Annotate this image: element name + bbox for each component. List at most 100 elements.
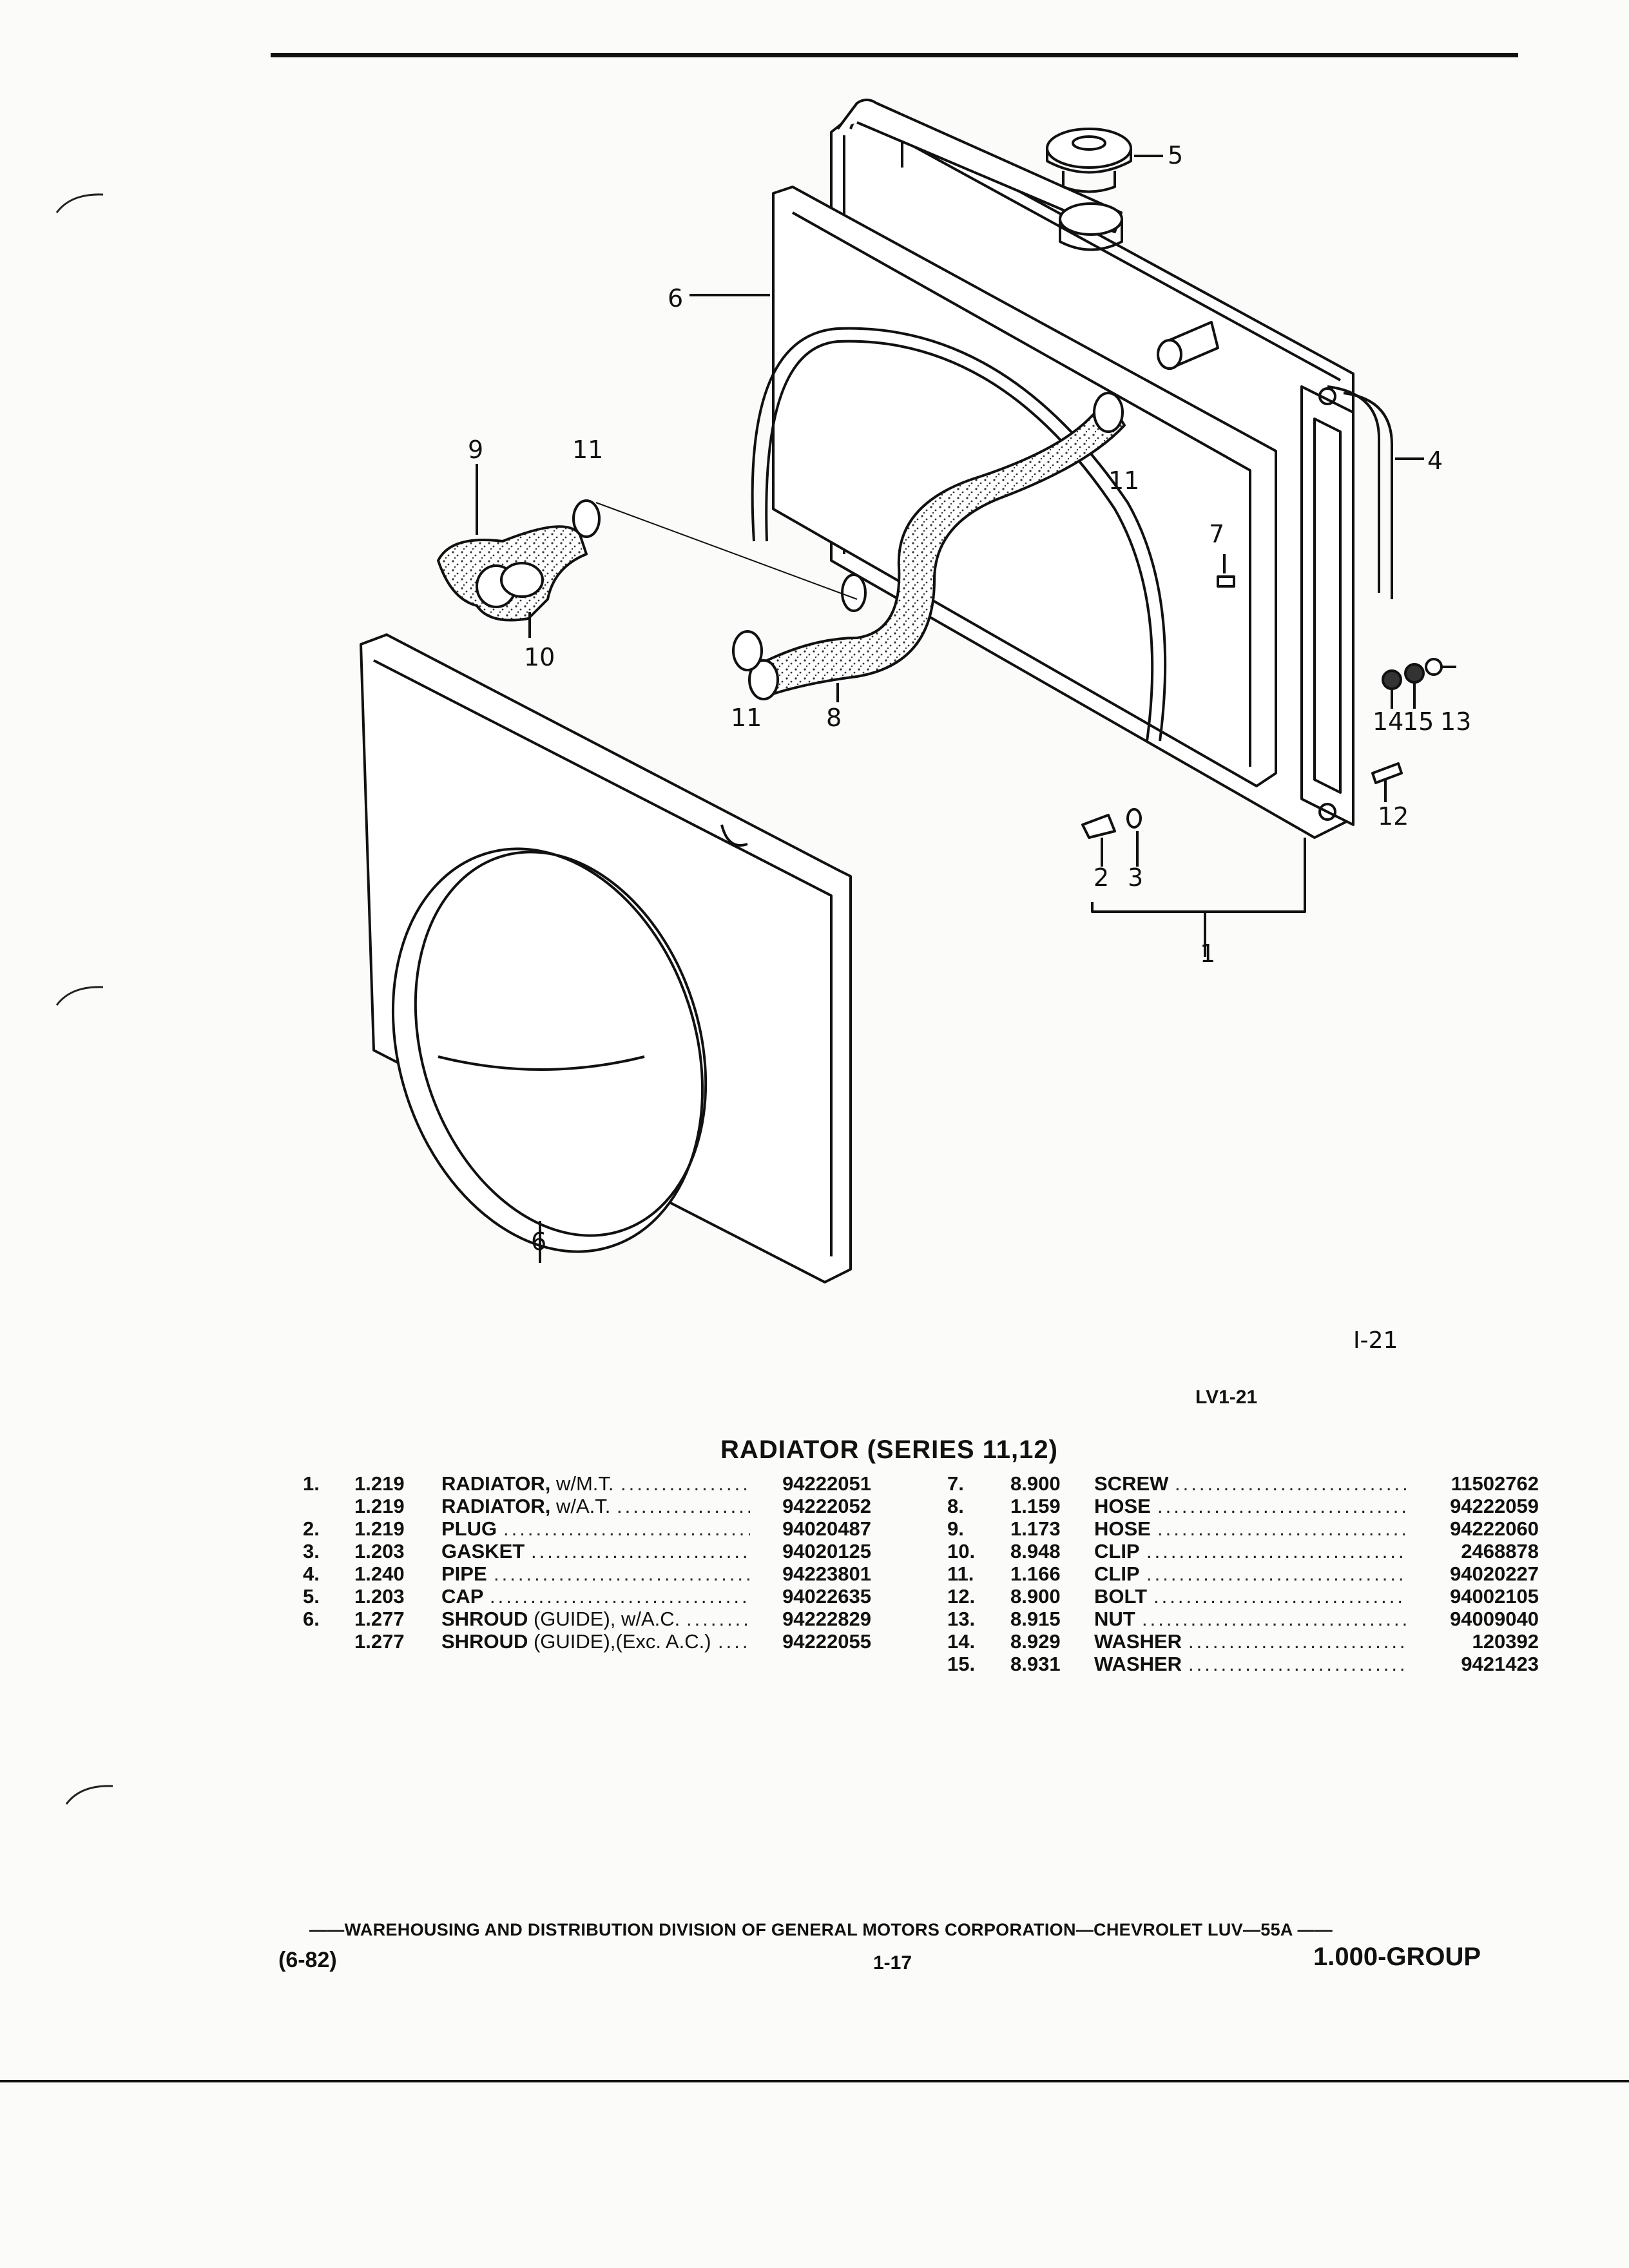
parts-row: 8. 1.159 HOSE.............................…	[946, 1495, 1539, 1517]
item-number: 3.	[303, 1540, 320, 1562]
item-name: RADIATOR,	[441, 1472, 551, 1495]
part-number: 94020227	[1450, 1562, 1539, 1585]
part-number: 9421423	[1461, 1653, 1539, 1675]
part-number: 94223801	[782, 1562, 871, 1585]
part-number: 94222059	[1450, 1495, 1539, 1517]
item-name: CLIP	[1094, 1562, 1140, 1585]
callout-13: 13	[1440, 707, 1472, 736]
item-number: 4.	[303, 1562, 320, 1585]
item-description: NUT	[1094, 1608, 1135, 1631]
callout-3: 3	[1128, 863, 1144, 892]
dot-leader: ..................................	[1142, 1608, 1406, 1630]
item-number: 9.	[947, 1517, 964, 1540]
margin-mark-bottom	[65, 1785, 113, 1805]
reference-code: LV1-21	[1195, 1387, 1258, 1408]
footer-page-number: 1-17	[873, 1952, 912, 1974]
upper-hose-8	[732, 392, 1126, 702]
item-number: 14.	[947, 1630, 976, 1653]
group-number: 1.240	[354, 1562, 405, 1585]
item-number: 11.	[947, 1562, 974, 1585]
item-name: HOSE	[1094, 1517, 1151, 1540]
item-name: HOSE	[1094, 1495, 1151, 1517]
dot-leader: ....	[718, 1630, 750, 1653]
bolt-12	[1371, 762, 1403, 802]
item-description: SHROUD (GUIDE),(Exc. A.C.)	[441, 1630, 711, 1653]
group-number: 1.159	[1010, 1495, 1061, 1517]
item-number: 8.	[947, 1495, 964, 1517]
dot-leader: .................................	[490, 1585, 750, 1608]
bottom-rule	[0, 2080, 1629, 2082]
item-name: BOLT	[1094, 1585, 1148, 1608]
callout-6-upper: 6	[668, 284, 684, 312]
part-number: 94222055	[782, 1630, 871, 1653]
group-number: 1.219	[354, 1472, 405, 1495]
item-description: WASHER	[1094, 1653, 1182, 1676]
footer-date: (6-82)	[278, 1948, 337, 1972]
item-description: CLIP	[1094, 1540, 1140, 1563]
group-number: 1.173	[1010, 1517, 1061, 1540]
item-name: CAP	[441, 1585, 484, 1608]
dot-leader: ............................	[531, 1540, 750, 1562]
item-number: 15.	[947, 1653, 976, 1675]
parts-row: 13. 8.915 NUT.............................…	[946, 1608, 1539, 1630]
item-description: BOLT	[1094, 1585, 1147, 1608]
group-number: 1.166	[1010, 1562, 1061, 1585]
item-name: SHROUD	[441, 1608, 528, 1630]
group-number: 8.948	[1010, 1540, 1061, 1562]
parts-row: 14. 8.929 WASHER..........................…	[946, 1630, 1539, 1653]
callout-1: 1	[1200, 939, 1216, 968]
dot-leader: .................................	[1146, 1540, 1406, 1562]
item-note: w/M.T.	[550, 1472, 614, 1495]
dot-leader: ................	[621, 1472, 750, 1495]
item-description: HOSE	[1094, 1517, 1151, 1541]
item-number: 10.	[947, 1540, 976, 1562]
item-number: 5.	[303, 1585, 320, 1608]
item-name: PIPE	[441, 1562, 487, 1585]
dot-leader: ............................	[1188, 1630, 1406, 1653]
callout-10: 10	[524, 643, 555, 671]
part-number: 94222060	[1450, 1517, 1539, 1540]
callout-4: 4	[1427, 447, 1443, 475]
item-description: CLIP	[1094, 1562, 1140, 1586]
item-name: SCREW	[1094, 1472, 1169, 1495]
callout-11-b: 11	[1108, 466, 1140, 495]
callout-8: 8	[826, 704, 842, 732]
callout-6-lower: 6	[531, 1227, 547, 1256]
dot-leader: .................................	[1146, 1562, 1406, 1585]
group-number: 8.929	[1010, 1630, 1061, 1653]
item-note: (GUIDE), w/A.C.	[528, 1608, 680, 1630]
item-description: RADIATOR, w/M.T.	[441, 1472, 614, 1495]
item-name: NUT	[1094, 1608, 1135, 1630]
callout-9: 9	[468, 436, 484, 464]
item-name: SHROUD	[441, 1630, 528, 1653]
item-description: SHROUD (GUIDE), w/A.C.	[441, 1608, 680, 1631]
top-rule	[271, 53, 1518, 57]
radiator-cap	[1046, 128, 1163, 193]
item-name: CLIP	[1094, 1540, 1140, 1562]
part-number: 94020487	[782, 1517, 871, 1540]
callout-11-c: 11	[731, 704, 762, 732]
radiator-exploded-diagram	[360, 99, 1456, 1283]
item-name: WASHER	[1094, 1653, 1182, 1675]
item-description: CAP	[441, 1585, 483, 1608]
item-number: 13.	[947, 1608, 976, 1630]
group-number: 8.900	[1010, 1585, 1061, 1608]
dot-leader: ................................	[1157, 1495, 1406, 1517]
item-description: GASKET	[441, 1540, 525, 1563]
margin-mark-top	[55, 193, 104, 213]
margin-mark-middle	[55, 986, 104, 1006]
parts-row: 11. 1.166 CLIP............................…	[946, 1562, 1539, 1585]
dot-leader: ................................	[1157, 1517, 1406, 1540]
dot-leader: ...............................	[503, 1517, 750, 1540]
item-description: RADIATOR, w/A.T.	[441, 1495, 610, 1518]
part-number: 94002105	[1450, 1585, 1539, 1608]
item-description: WASHER	[1094, 1630, 1182, 1653]
drawing-number: I-21	[1353, 1327, 1398, 1354]
group-number: 8.915	[1010, 1608, 1061, 1630]
part-number: 94222052	[782, 1495, 871, 1517]
part-number: 94222829	[782, 1608, 871, 1630]
lower-hose-9	[437, 464, 858, 638]
